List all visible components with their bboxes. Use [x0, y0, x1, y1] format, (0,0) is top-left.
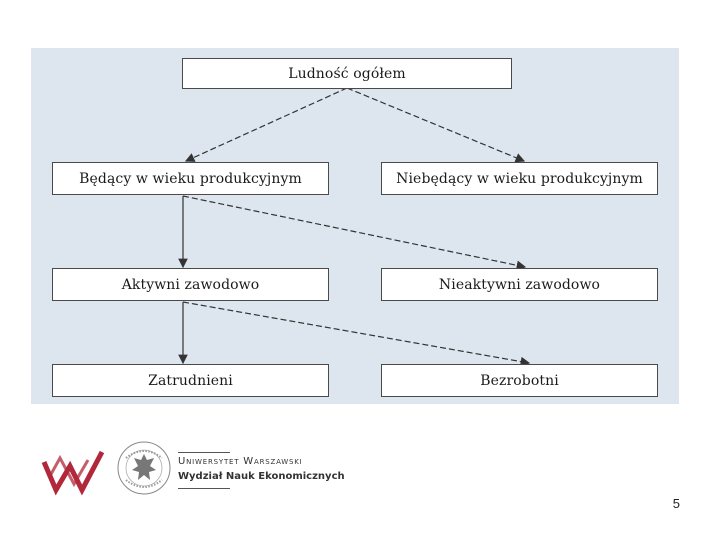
diagram-area: Ludność ogółem Będący w wieku produkcyjn…	[31, 48, 679, 404]
faculty-name: Wydział Nauk Ekonomicznych	[178, 471, 345, 482]
arrow-active-to-unemployed	[182, 301, 531, 367]
arrow-working-age-to-inactive	[182, 195, 527, 270]
node-inactive: Nieaktywni zawodowo	[381, 268, 658, 301]
logo-rule-top	[178, 452, 230, 453]
node-root: Ludność ogółem	[182, 58, 512, 89]
arrow-root-to-non-working-age	[346, 87, 526, 163]
university-name: Uniwersytet Warszawski	[178, 456, 303, 467]
logo-rule-bottom	[178, 488, 230, 489]
node-unemployed: Bezrobotni	[381, 364, 658, 397]
page-number: 5	[672, 496, 680, 511]
node-non-working-age: Niebędący w wieku produkcyjnym	[381, 162, 658, 195]
university-seal-icon	[117, 441, 171, 495]
diagram-connectors	[178, 87, 531, 367]
node-employed: Zatrudnieni	[52, 364, 329, 397]
footer-logos: Uniwersytet Warszawski Wydział Nauk Ekon…	[40, 438, 370, 502]
wne-logo	[41, 450, 105, 496]
node-active: Aktywni zawodowo	[52, 268, 329, 301]
arrow-root-to-working-age	[184, 87, 348, 162]
node-working-age: Będący w wieku produkcyjnym	[52, 162, 329, 195]
